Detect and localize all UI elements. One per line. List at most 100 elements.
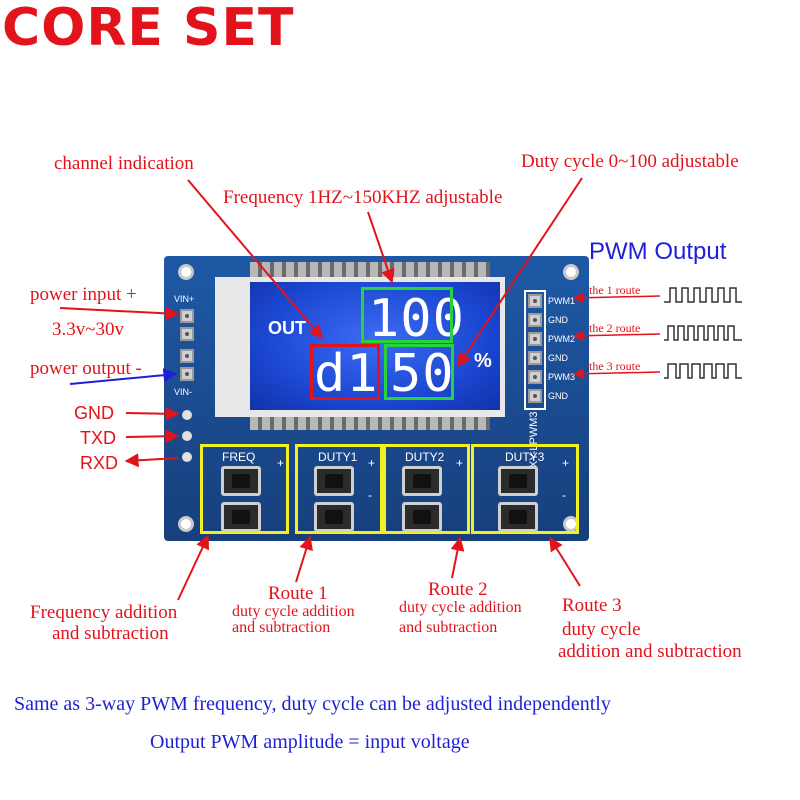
button-group-duty3 <box>471 444 579 534</box>
label-pwm-output: PWM Output <box>589 238 727 265</box>
arrow-txd <box>125 429 180 444</box>
arrow-power-output <box>69 368 178 385</box>
lcd-frequency-value: 100 <box>368 289 465 349</box>
pin-vin-plus-2 <box>180 327 194 341</box>
highlight-frequency-box <box>361 287 453 343</box>
pwm-header-outline <box>524 290 546 410</box>
silk-plus-freq: + <box>277 456 285 470</box>
duty1-plus-button[interactable] <box>314 466 354 496</box>
mounting-hole-bottom-left <box>178 516 194 532</box>
label-voltage-range: 3.3v~30v <box>52 319 125 340</box>
pin-pwm1 <box>528 294 542 308</box>
lcd-channel-value: d1 <box>314 344 379 404</box>
silk-pin-gnd-2: GND <box>548 353 568 363</box>
silk-vin-minus: VIN- <box>174 387 192 397</box>
arrow-gnd <box>125 406 180 421</box>
arrow-power-input <box>59 306 180 321</box>
arrow-duty2-buttons <box>450 536 465 579</box>
footer-line-2: Output PWM amplitude = input voltage <box>150 731 470 753</box>
mounting-hole-top-left <box>178 264 194 280</box>
label-duty-cycle-adjustable: Duty cycle 0~100 adjustable <box>521 151 739 172</box>
caption-route2-line2: and subtraction <box>399 619 498 636</box>
caption-route1-title: Route 1 <box>268 583 328 604</box>
pad-gnd <box>182 410 192 420</box>
duty3-plus-button[interactable] <box>498 466 538 496</box>
lcd-out-label: OUT <box>268 318 306 338</box>
caption-freq-line1: Frequency addition <box>30 602 178 623</box>
caption-route2-title: Route 2 <box>428 579 488 600</box>
arrow-frequency <box>367 211 395 284</box>
mounting-hole-top-right <box>563 264 579 280</box>
pwm1-waveform <box>664 287 742 303</box>
silk-minus-duty3: - <box>562 488 566 502</box>
arrow-duty1-buttons <box>295 535 313 583</box>
pin-vin-plus-1 <box>180 309 194 323</box>
duty2-minus-button[interactable] <box>402 502 442 532</box>
pin-vin-minus-2 <box>180 367 194 381</box>
silk-freq: FREQ <box>222 450 256 464</box>
silk-pin-pwm1: PWM1 <box>548 296 575 306</box>
silk-duty2: DUTY2 <box>405 450 445 464</box>
caption-freq-line2: and subtraction <box>52 623 169 644</box>
caption-route3-title: Route 3 <box>562 595 622 616</box>
pin-vin-minus-1 <box>180 349 194 363</box>
arrow-rxd <box>124 453 179 468</box>
pwm3-waveform <box>664 363 742 379</box>
duty1-minus-button[interactable] <box>314 502 354 532</box>
silk-vin-plus: VIN+ <box>174 294 195 304</box>
silk-plus-duty1: + <box>368 456 376 470</box>
brand-title: CORE SET <box>2 0 295 58</box>
arrow-duty3-buttons <box>549 536 581 587</box>
label-txd: TXD <box>80 428 116 448</box>
silk-duty3: DUTY3 <box>505 450 545 464</box>
label-frequency-adjustable: Frequency 1HZ~150KHZ adjustable <box>223 187 503 208</box>
silk-duty1: DUTY1 <box>318 450 358 464</box>
button-group-freq <box>200 444 289 534</box>
label-power-output: power output - <box>30 358 142 379</box>
arrow-duty-cycle <box>457 177 583 368</box>
caption-route2-line1: duty cycle addition <box>399 599 522 616</box>
footer-line-1: Same as 3-way PWM frequency, duty cycle … <box>14 693 611 715</box>
pin-gnd-1 <box>528 313 542 327</box>
label-gnd: GND <box>74 403 114 423</box>
highlight-duty-box <box>384 344 454 400</box>
pin-gnd-3 <box>528 389 542 403</box>
lcd-percent-sign: % <box>474 350 492 372</box>
silk-plus-duty2: + <box>456 456 464 470</box>
silk-pin-gnd-1: GND <box>548 315 568 325</box>
label-channel-indication: channel indication <box>54 153 194 174</box>
pin-pwm2 <box>528 332 542 346</box>
caption-route3-line2: addition and subtraction <box>558 641 742 662</box>
button-group-duty2 <box>383 444 470 534</box>
caption-route1-line1: duty cycle addition <box>232 603 355 620</box>
silk-pin-pwm2: PWM2 <box>548 334 575 344</box>
label-route-3: the 3 route <box>589 359 641 373</box>
pad-rxd <box>182 452 192 462</box>
freq-minus-button[interactable] <box>221 502 261 532</box>
label-route-2: the 2 route <box>589 321 641 335</box>
silk-minus-duty1: - <box>368 488 372 502</box>
lcd-duty-value: 50 <box>390 344 455 404</box>
silk-pin-gnd-3: GND <box>548 391 568 401</box>
duty2-plus-button[interactable] <box>402 466 442 496</box>
arrow-channel-indication <box>187 179 323 340</box>
caption-route1-line2: and subtraction <box>232 619 331 636</box>
arrow-route3 <box>572 368 661 380</box>
pwm2-waveform <box>664 325 742 341</box>
pin-gnd-2 <box>528 351 542 365</box>
caption-route3-line1: duty cycle <box>562 619 641 640</box>
pin-pwm3 <box>528 370 542 384</box>
label-rxd: RXD <box>80 453 119 473</box>
silk-pin-pwm3: PWM3 <box>548 372 575 382</box>
button-group-duty1 <box>295 444 383 534</box>
arrow-freq-buttons <box>177 534 209 601</box>
arrow-route2 <box>572 330 661 342</box>
label-power-input: power input + <box>30 284 137 305</box>
highlight-channel-box <box>310 344 380 400</box>
duty3-minus-button[interactable] <box>498 502 538 532</box>
silk-plus-duty3: + <box>562 456 570 470</box>
label-route-1: the 1 route <box>589 283 641 297</box>
arrow-route1 <box>572 292 661 304</box>
freq-plus-button[interactable] <box>221 466 261 496</box>
